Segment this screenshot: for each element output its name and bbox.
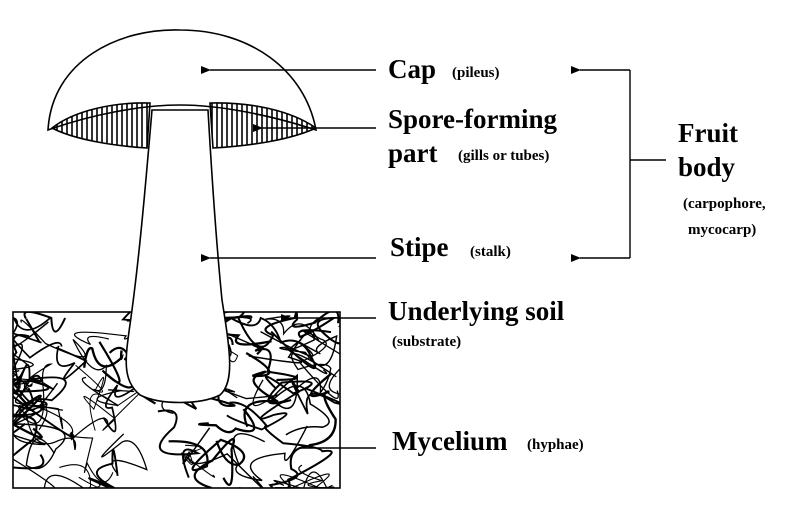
soil-sublabel: (substrate): [392, 334, 461, 350]
cap-label: Cap: [388, 54, 436, 84]
fruit-sublabel-line1: (carpophore,: [683, 196, 766, 212]
cap-sublabel: (pileus): [452, 65, 500, 81]
fruit-sublabel-line2: mycocarp): [688, 222, 756, 238]
spore-label-line1: Spore-forming: [388, 104, 557, 134]
mycelium-label: Mycelium: [392, 426, 508, 456]
soil-label: Underlying soil: [388, 296, 565, 326]
fruit-label-line2: body: [678, 152, 736, 182]
mycelium-sublabel: (hyphae): [527, 437, 584, 453]
fruit-label-line1: Fruit: [678, 118, 738, 148]
stipe-shape: [126, 110, 229, 403]
stipe-label: Stipe: [390, 232, 449, 262]
spore-sublabel: (gills or tubes): [458, 148, 549, 164]
spore-label-line2: part: [388, 138, 438, 168]
stipe-sublabel: (stalk): [470, 244, 511, 260]
